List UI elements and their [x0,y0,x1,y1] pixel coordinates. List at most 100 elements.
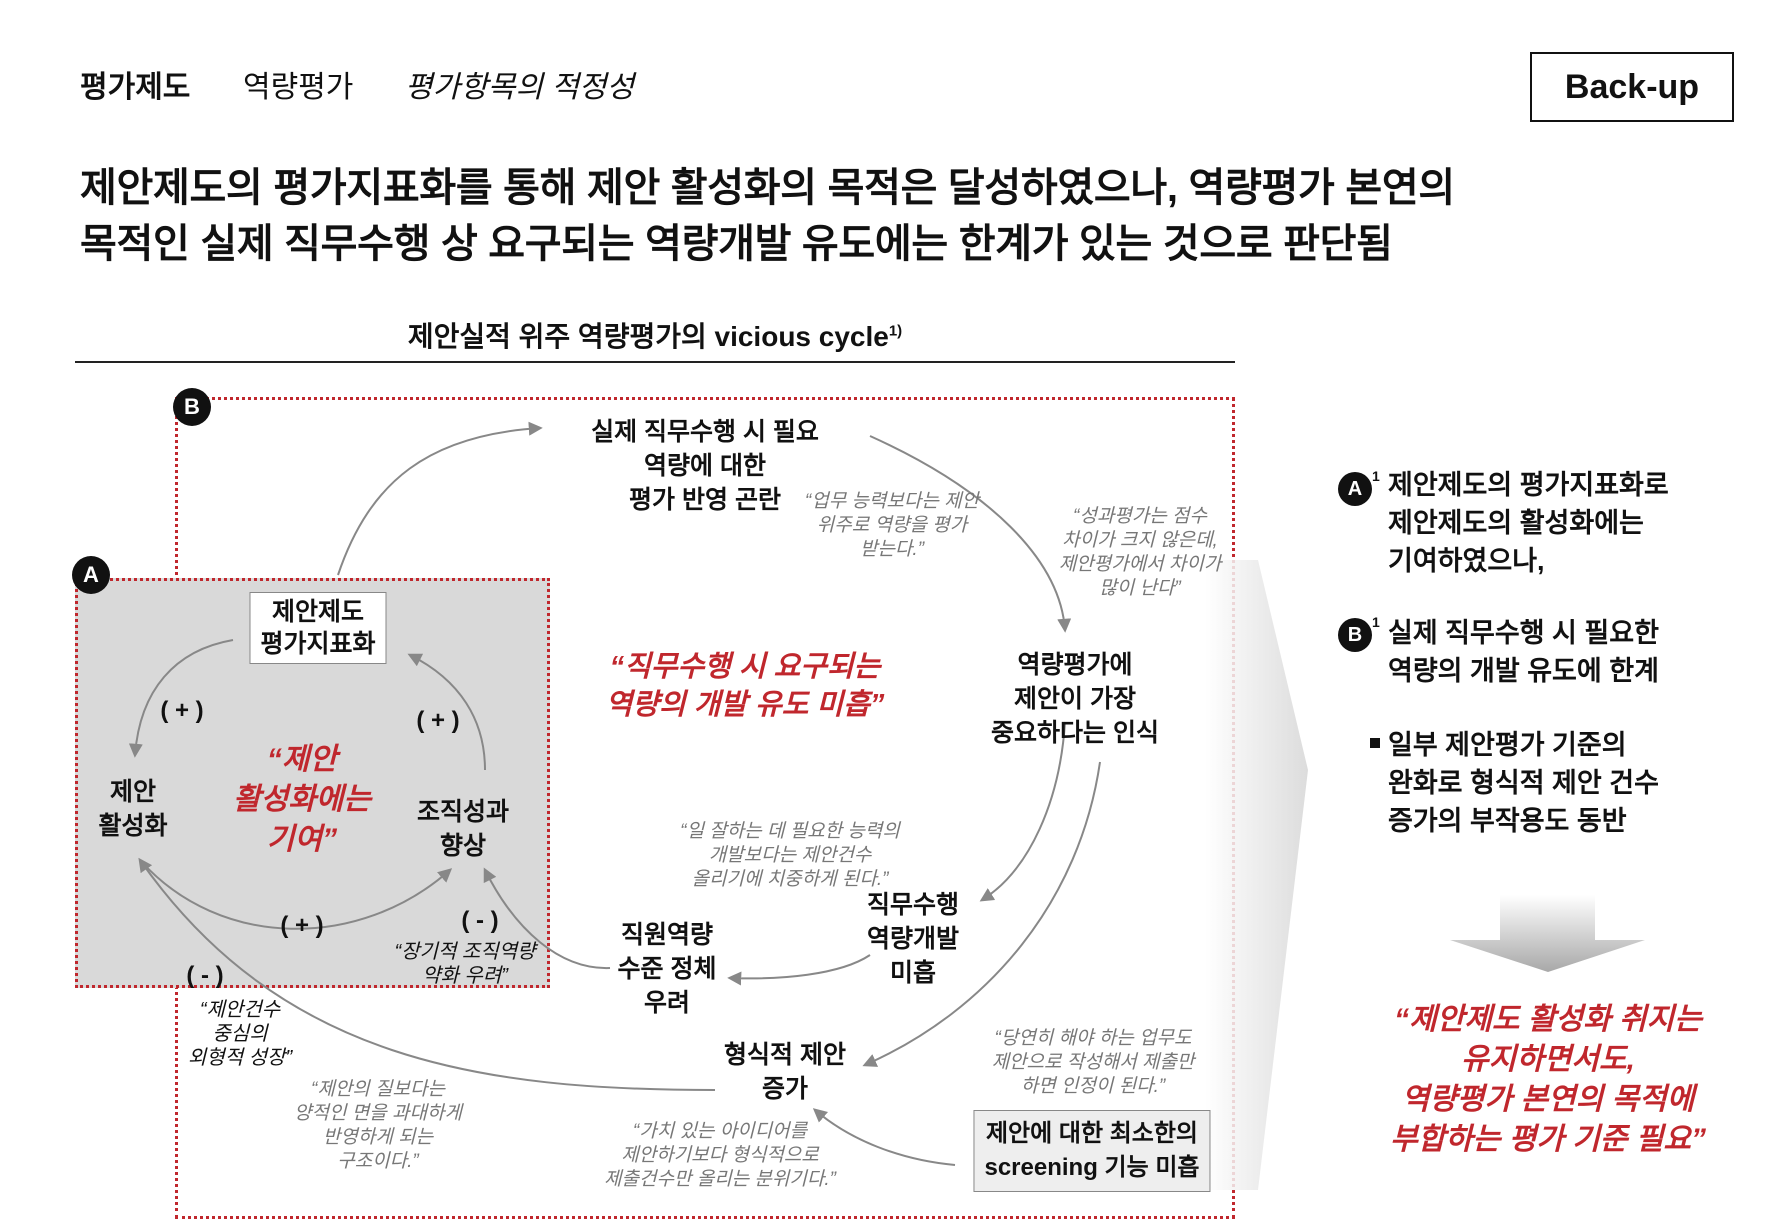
arrow-index-to-evaldifficulty [337,421,543,576]
right-sub-item-line1: 일부 제안평가 기준의 [1388,730,1627,760]
backup-label: Back-up [1530,52,1734,122]
node-job-dev: 직무수행 역량개발 미흡 [867,888,959,990]
quote-formal-atmosphere-line2: 제안하기보다 형식적으로 [621,1145,819,1166]
title-line-1: 제안제도의 평가지표화를 통해 제안 활성화의 목적은 달성하였으나, 역량평가… [80,166,1455,210]
quote-score-gap-line1: “성과평가는 점수 [1073,506,1207,527]
arrow-orgperf-to-index [407,653,486,771]
arrow-index-to-activation [128,639,234,758]
quote-external-growth-line1: “제안건수 [199,999,281,1021]
quote-count-focus-line3: 올리기에 치중하게 된다.” [691,869,889,890]
quote-ability-eval-line1: “업무 능력보다는 제안 [804,491,980,512]
quote-count-focus: “일 잘하는 데 필요한 능력의 개발보다는 제안건수 올리기에 치중하게 된다… [680,820,900,892]
red-quote-b-line1: “직무수행 시 요구되는 [609,651,881,683]
right-conclusion-line3: 역량평가 본연의 목적에 [1401,1083,1695,1116]
red-quote-center-b: “직무수행 시 요구되는 역량의 개발 유도 미흡” [606,648,885,724]
quote-external-growth-line3: 외형적 성장” [187,1047,293,1069]
node-org-perf-line2: 향상 [439,832,487,860]
right-item-a-line1: 제안제도의 평가지표화로 [1388,470,1669,500]
quote-routine-work-line3: 하면 인정이 된다.” [1020,1076,1166,1097]
right-conclusion: “제안제도 활성화 취지는 유지하면서도, 역량평가 본연의 목적에 부합하는 … [1348,1000,1748,1160]
node-screening: 제안에 대한 최소한의 screening 기능 미흡 [973,1110,1211,1192]
node-eval-index-line1: 제안제도 [271,598,365,626]
right-badge-a: A [1338,472,1372,506]
sign-stagnation-orgperf: ( - ) [461,907,499,934]
right-badge-b: B [1338,618,1372,652]
node-stagnation: 직원역량 수준 정체 우려 [618,918,717,1020]
quote-formal-atmosphere-line1: “가치 있는 아이디어를 [632,1121,808,1142]
node-org-perf-line1: 조직성과 [416,798,510,826]
right-item-b-line1: 실제 직무수행 시 필요한 [1388,618,1659,648]
right-conclusion-line2: 유지하면서도, [1461,1043,1635,1076]
quote-ability-eval: “업무 능력보다는 제안 위주로 역량을 평가 받는다.” [805,490,979,562]
arrow-activation-to-orgperf [139,859,453,930]
node-activation-line2: 활성화 [98,812,168,840]
quote-count-focus-line1: “일 잘하는 데 필요한 능력의 [680,821,900,842]
quote-ability-eval-line3: 받는다.” [859,539,925,560]
quote-formal-atmosphere: “가치 있는 아이디어를 제안하기보다 형식적으로 제출건수만 올리는 분위기다… [604,1120,836,1192]
sign-activation-orgperf: ( + ) [280,912,324,939]
right-item-a: 제안제도의 평가지표화로 제안제도의 활성화에는 기여하였으나, [1388,466,1669,580]
right-conclusion-line4: 부합하는 평가 기준 필요” [1389,1123,1706,1156]
node-formal-line2: 증가 [761,1075,809,1103]
chevron-arrow [1205,560,1308,1190]
quote-score-gap: “성과평가는 점수 차이가 크지 않은데, 제안평가에서 차이가 많이 난다” [1059,505,1222,601]
title-line-2: 목적인 실제 직무수행 상 요구되는 역량개발 유도에는 한계가 있는 것으로 … [80,222,1393,266]
red-quote-a-line1: “제안 [266,743,338,776]
sign-formal-activation: ( - ) [186,962,224,989]
badge-a: A [72,556,110,594]
badge-b: B [173,388,211,426]
sign-index-activation: ( + ) [160,697,204,724]
arrow-screening-to-formal [812,1108,956,1166]
quote-score-gap-line2: 차이가 크지 않은데, [1062,530,1218,551]
right-item-a-line3: 기여하였으나, [1388,546,1545,576]
node-stagnation-line2: 수준 정체 [617,955,717,983]
node-eval-difficulty-line1: 실제 직무수행 시 필요 [591,418,819,446]
right-badge-a-note: 1 [1372,468,1380,484]
node-org-perf: 조직성과 향상 [417,795,509,863]
subtitle-rule [75,361,1235,363]
arrow-perception-to-jobdev [979,721,1066,902]
red-quote-b-line2: 역량의 개발 유도 미흡” [605,689,885,721]
node-perception-line2: 제안이 가장 [1014,685,1136,713]
arrow-jobdev-to-stagnation [727,954,871,986]
right-sub-item: 일부 제안평가 기준의 완화로 형식적 제안 건수 증가의 부작용도 동반 [1388,726,1659,840]
right-item-b-line2: 역량의 개발 유도에 한계 [1388,656,1659,686]
quote-long-term-line2: 약화 우려” [422,965,508,987]
quote-formal-atmosphere-line3: 제출건수만 올리는 분위기다.” [604,1169,836,1190]
node-eval-difficulty-line2: 역량에 대한 [644,452,766,480]
breadcrumb-level2: 역량평가 [243,71,354,104]
right-sub-item-line3: 증가의 부작용도 동반 [1388,806,1627,836]
right-item-a-line2: 제안제도의 활성화에는 [1388,508,1644,538]
node-screening-line1: 제안에 대한 최소한의 [985,1120,1199,1147]
right-badge-b-note: 1 [1372,614,1380,630]
quote-routine-work-line1: “당연히 해야 하는 업무도 [994,1028,1192,1049]
red-quote-a-line3: 기여” [266,823,338,856]
node-eval-index: 제안제도 평가지표화 [249,592,387,664]
node-formal: 형식적 제안 증가 [724,1038,846,1106]
quote-routine-work-line2: 제안으로 작성해서 제출만 [991,1052,1195,1073]
quote-count-focus-line2: 개발보다는 제안건수 [708,845,872,866]
node-activation: 제안 활성화 [98,775,167,843]
quote-ability-eval-line2: 위주로 역량을 평가 [816,515,968,536]
node-stagnation-line1: 직원역량 [620,921,714,949]
quote-quantity-line3: 반영하게 되는 [322,1127,434,1148]
quote-long-term-line1: “장기적 조직역량 [394,941,536,963]
node-eval-index-line2: 평가지표화 [260,630,376,658]
node-job-dev-line2: 역량개발 [866,925,960,953]
node-perception-line1: 역량평가에 [1017,651,1133,679]
red-quote-center-a: “제안 활성화에는 기여” [233,740,371,860]
node-screening-line2: screening 기능 미흡 [984,1154,1200,1181]
arrow-stagnation-to-orgperf [483,867,611,970]
red-quote-a-line2: 활성화에는 [233,783,371,816]
subtitle-footnote: 1) [888,322,903,340]
quote-score-gap-line4: 많이 난다” [1099,578,1181,599]
node-stagnation-line3: 우려 [643,989,691,1017]
quote-long-term: “장기적 조직역량 약화 우려” [394,940,535,988]
quote-external-growth-line2: 중심의 [212,1023,268,1045]
quote-external-growth: “제안건수 중심의 외형적 성장” [188,998,292,1070]
subtitle-text: 제안실적 위주 역량평가의 vicious cycle [407,321,889,352]
breadcrumb-level3: 평가항목의 적정성 [405,71,635,104]
bullet-square-icon [1370,738,1380,748]
node-perception: 역량평가에 제안이 가장 중요하다는 인식 [991,648,1159,750]
